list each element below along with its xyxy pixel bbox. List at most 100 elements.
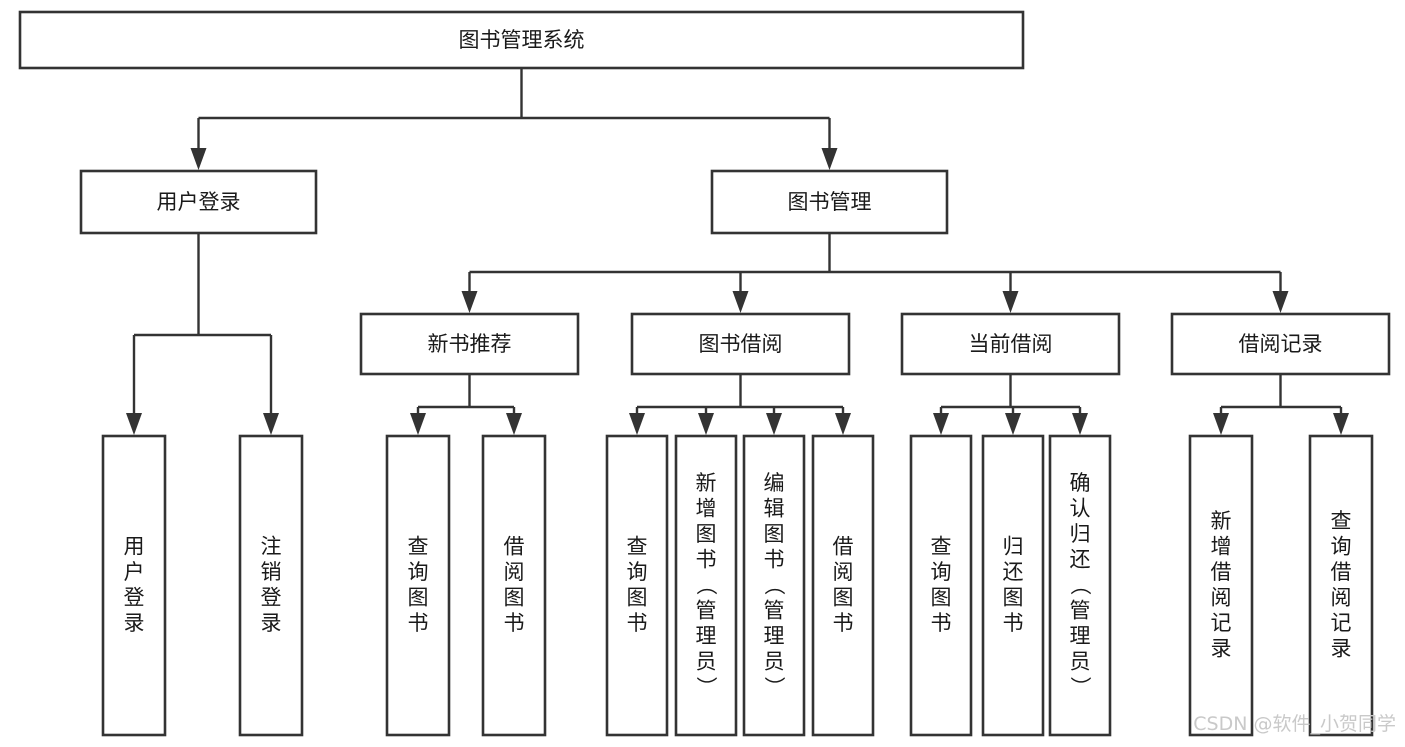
node-label-char: 询 xyxy=(408,560,429,584)
node-label-char: 查 xyxy=(931,535,952,559)
node-book-manage[interactable]: 图书管理 xyxy=(710,169,949,235)
node-label-char: 录 xyxy=(261,611,282,635)
node-label-char: 管 xyxy=(696,598,717,622)
node-label-char: 图 xyxy=(627,586,648,610)
node-label-char: 登 xyxy=(261,586,282,610)
node-label: 图书借阅 xyxy=(699,332,783,356)
node-leaf-user-login[interactable]: 用户登录 xyxy=(101,434,167,737)
node-label-char: 理 xyxy=(696,624,717,648)
node-label-char: 图 xyxy=(931,586,952,610)
node-label-char: 阅 xyxy=(833,560,854,584)
node-label-char: 新 xyxy=(1211,509,1232,533)
node-label-char: 销 xyxy=(261,560,282,584)
csdn-watermark: CSDN @软件_小贺同学 xyxy=(1193,713,1396,735)
arrowhead-icon xyxy=(410,413,426,435)
node-box[interactable] xyxy=(742,434,806,737)
connector-group-user-login xyxy=(126,233,279,435)
node-label-char: 询 xyxy=(1331,535,1352,559)
node-label-char: 借 xyxy=(504,535,525,559)
node-current-borrow[interactable]: 当前借阅 xyxy=(900,312,1121,376)
node-label-char: 图 xyxy=(504,586,525,610)
node-box[interactable] xyxy=(1308,434,1374,737)
node-box[interactable] xyxy=(1170,312,1391,376)
node-label-char: 认 xyxy=(1070,496,1091,520)
node-label-char: 户 xyxy=(124,560,145,584)
node-box[interactable] xyxy=(811,434,875,737)
arrowhead-icon xyxy=(263,413,279,435)
connector-group-current-borrow xyxy=(933,374,1088,435)
node-label-char: 还 xyxy=(1003,560,1024,584)
node-box[interactable] xyxy=(1188,434,1254,737)
node-box[interactable] xyxy=(900,312,1121,376)
node-label-char: 新 xyxy=(696,471,717,495)
node-new-book-rec[interactable]: 新书推荐 xyxy=(359,312,580,376)
node-book-borrow[interactable]: 图书借阅 xyxy=(630,312,851,376)
node-label-char: 阅 xyxy=(1331,586,1352,610)
node-box[interactable] xyxy=(481,434,547,737)
node-label-char: 录 xyxy=(1211,637,1232,661)
node-label-char: 查 xyxy=(1331,509,1352,533)
arrowhead-icon xyxy=(698,413,714,435)
node-label-char: ） xyxy=(694,676,718,697)
node-box[interactable] xyxy=(710,169,949,235)
node-box[interactable] xyxy=(909,434,973,737)
node-label-char: 记 xyxy=(1211,611,1232,635)
arrowhead-icon xyxy=(461,291,478,313)
node-label-char: 增 xyxy=(696,496,717,520)
node-label-char: 注 xyxy=(261,535,282,559)
node-box[interactable] xyxy=(238,434,304,737)
node-label-char: 询 xyxy=(627,560,648,584)
node-label: 用户登录 xyxy=(157,190,241,214)
node-label-char: 录 xyxy=(1331,637,1352,661)
node-label-char: 查 xyxy=(627,535,648,559)
node-box[interactable] xyxy=(18,10,1025,70)
node-label-char: 阅 xyxy=(504,560,525,584)
node-root[interactable]: 图书管理系统 xyxy=(18,10,1025,70)
node-label-char: 阅 xyxy=(1211,586,1232,610)
arrowhead-icon xyxy=(1005,413,1021,435)
node-label-char: 编 xyxy=(764,471,785,495)
node-label-char: 归 xyxy=(1070,522,1091,546)
node-label-char: 书 xyxy=(408,611,429,635)
connector-group-book-manage xyxy=(461,233,1289,313)
node-box[interactable] xyxy=(630,312,851,376)
node-label-char: （ xyxy=(1068,574,1092,595)
node-box[interactable] xyxy=(674,434,738,737)
node-label: 新书推荐 xyxy=(428,332,512,356)
node-box[interactable] xyxy=(385,434,451,737)
node-box[interactable] xyxy=(605,434,669,737)
node-label-char: 图 xyxy=(833,586,854,610)
node-label-char: 借 xyxy=(1331,560,1352,584)
node-label-char: 图 xyxy=(1003,586,1024,610)
node-label-char: 还 xyxy=(1070,547,1091,571)
node-user-login[interactable]: 用户登录 xyxy=(79,169,318,235)
node-label-char: 员 xyxy=(764,649,785,673)
node-label-char: 书 xyxy=(504,611,525,635)
node-label-char: 查 xyxy=(408,535,429,559)
node-label-char: 书 xyxy=(1003,611,1024,635)
node-box[interactable] xyxy=(359,312,580,376)
node-label-char: 确 xyxy=(1070,471,1091,495)
node-label: 当前借阅 xyxy=(969,332,1053,356)
node-box[interactable] xyxy=(981,434,1045,737)
node-label-char: 员 xyxy=(1070,649,1091,673)
node-borrow-record[interactable]: 借阅记录 xyxy=(1170,312,1391,376)
node-box[interactable] xyxy=(1048,434,1112,737)
node-box[interactable] xyxy=(101,434,167,737)
node-label-char: 书 xyxy=(696,547,717,571)
arrowhead-icon xyxy=(1213,413,1229,435)
node-box[interactable] xyxy=(79,169,318,235)
node-label-char: 理 xyxy=(764,624,785,648)
